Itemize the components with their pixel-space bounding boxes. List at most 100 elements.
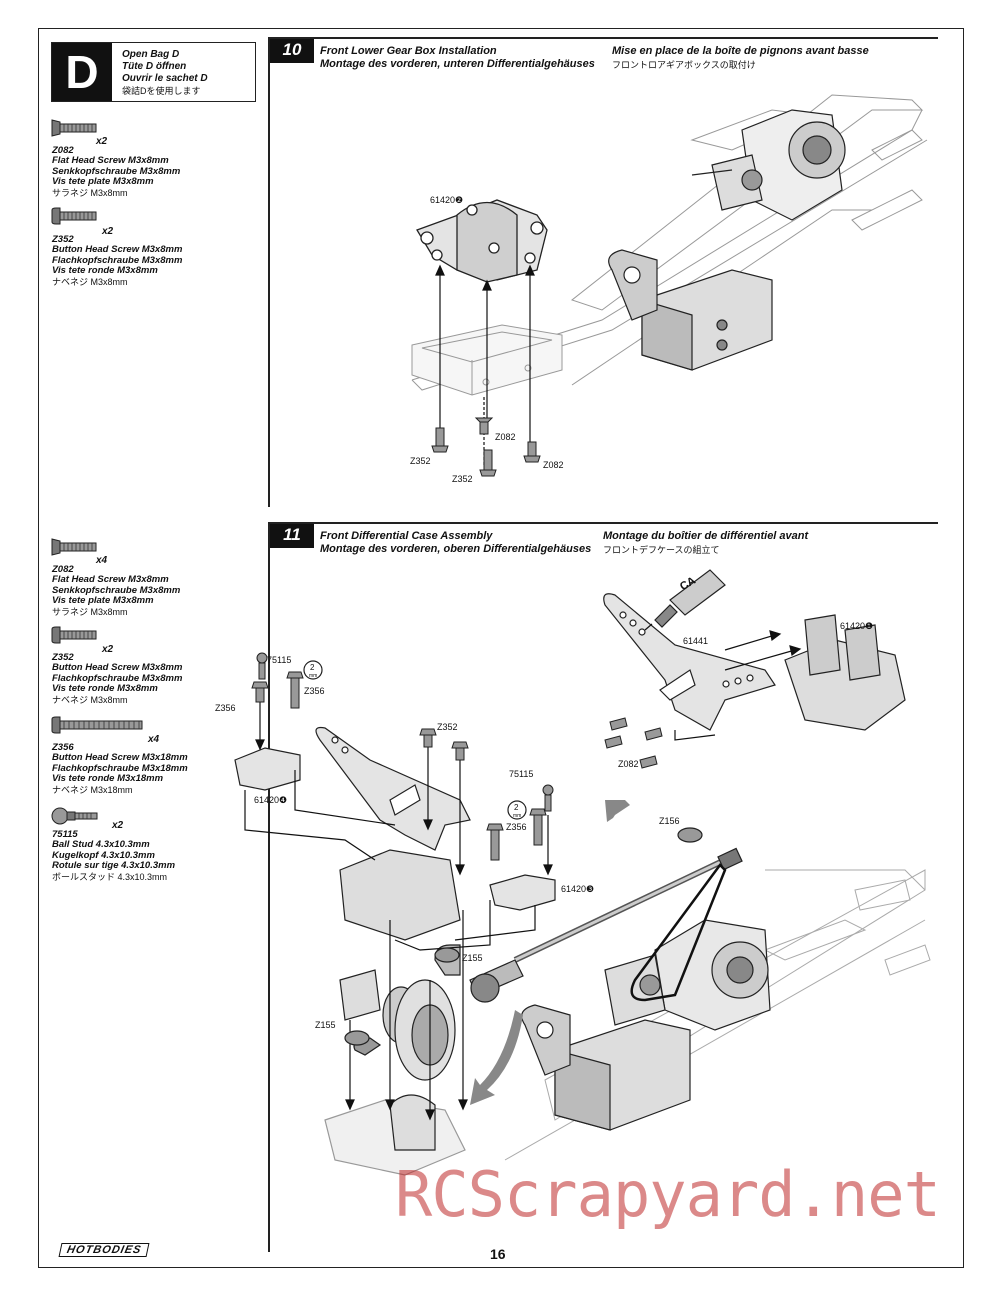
label-61420-1: 61420❶ — [840, 621, 874, 631]
part-z352-bottom: x2 Z352 Button Head Screw M3x8mm Flachko… — [52, 625, 182, 705]
part-qty: x4 — [148, 734, 160, 745]
part-name-fr: Vis tete plate M3x8mm — [52, 176, 154, 187]
label-z352: Z352 — [437, 722, 458, 732]
part-name-fr: Vis tete ronde M3x8mm — [52, 265, 158, 276]
step-11-number: 11 — [270, 522, 314, 548]
label-61420-4: 61420❹ — [254, 795, 288, 805]
part-75115: x2 75115 Ball Stud 4.3x10.3mm Kugelkopf … — [52, 804, 175, 882]
step-10-rule — [268, 37, 938, 39]
part-name-en: Flat Head Screw M3x8mm — [52, 155, 169, 166]
label-z156: Z156 — [659, 816, 680, 826]
step-11-title-fr: Montage du boîtier de différentiel avant… — [603, 530, 808, 556]
label-z352-a: Z352 — [410, 456, 431, 466]
button-head-screw-icon — [51, 207, 97, 225]
part-name-en: Flat Head Screw M3x8mm — [52, 574, 169, 585]
part-name-de: Senkkopfschraube M3x8mm — [52, 584, 181, 596]
step-10-title-en: Front Lower Gear Box Installation Montag… — [320, 45, 595, 71]
tool-size-b: 2 — [514, 803, 519, 812]
flat-head-screw-icon — [51, 119, 97, 137]
part-qty: x2 — [102, 226, 114, 237]
part-name-jp: ボールスタッド 4.3x10.3mm — [52, 871, 168, 882]
part-code: Z082 — [52, 564, 74, 575]
part-name-en: Button Head Screw M3x8mm — [52, 244, 183, 255]
part-name-jp: サラネジ M3x8mm — [52, 606, 128, 617]
label-z356-a: Z356 — [304, 686, 325, 696]
tool-unit-b: mm — [513, 813, 522, 819]
column-divider-bottom — [268, 522, 270, 1252]
step-10-fr: Mise en place de la boîte de pignons ava… — [612, 45, 869, 57]
step-11-en: Front Differential Case Assembly — [320, 530, 493, 542]
label-z082-b: Z082 — [543, 460, 564, 470]
part-name-fr: Vis tete ronde M3x18mm — [52, 773, 164, 784]
label-61420-3: 61420❸ — [561, 884, 595, 894]
part-z082-bottom: x4 Z082 Flat Head Screw M3x8mm Senkkopfs… — [52, 537, 180, 617]
part-name-jp: サラネジ M3x8mm — [52, 187, 128, 198]
part-code: Z356 — [52, 742, 74, 753]
step-11-title-en: Front Differential Case Assembly Montage… — [320, 530, 591, 556]
part-qty: x4 — [96, 555, 108, 566]
step-10-en: Front Lower Gear Box Installation — [320, 45, 497, 57]
label-z356-c: Z356 — [506, 822, 527, 832]
step-10-jp: フロントロアギアボックスの取付け — [612, 60, 756, 70]
part-name-de: Flachkopfschraube M3x8mm — [52, 254, 183, 266]
button-head-screw-icon — [51, 626, 97, 644]
part-qty: x2 — [96, 136, 108, 147]
part-name-en: Ball Stud 4.3x10.3mm — [52, 839, 150, 850]
watermark: RCScrapyard.net — [395, 1158, 941, 1231]
step-11-fr: Montage du boîtier de différentiel avant — [603, 530, 809, 542]
step-11-rule — [268, 522, 938, 524]
step-11-de: Montage des vorderen, oberen Differentia… — [320, 543, 592, 555]
label-z356-b: Z356 — [215, 703, 236, 713]
step-10-title-fr: Mise en place de la boîte de pignons ava… — [612, 45, 869, 71]
part-name-de: Kugelkopf 4.3x10.3mm — [52, 849, 155, 861]
bag-fr: Ouvrir le sachet D — [122, 73, 208, 84]
label-z155-b: Z155 — [315, 1020, 336, 1030]
tool-size-a: 2 — [310, 663, 315, 672]
part-qty: x2 — [102, 644, 114, 655]
label-z352-b: Z352 — [452, 474, 473, 484]
part-z082-top: x2 Z082 Flat Head Screw M3x8mm Senkkopfs… — [52, 118, 180, 198]
long-button-head-screw-icon — [51, 716, 143, 734]
part-z352-top: x2 Z352 Button Head Screw M3x8mm Flachko… — [52, 206, 182, 287]
step-10-diagram — [411, 94, 928, 477]
step-11-diagram — [234, 569, 931, 1176]
label-75115-a: 75115 — [267, 655, 292, 665]
part-code: Z082 — [52, 145, 74, 156]
part-code: 75115 — [52, 829, 78, 840]
part-name-en: Button Head Screw M3x18mm — [52, 752, 188, 763]
label-z082: Z082 — [618, 759, 639, 769]
ball-stud-icon — [51, 807, 98, 825]
part-z356: x4 Z356 Button Head Screw M3x18mm Flachk… — [52, 715, 188, 795]
part-name-jp: ナベネジ M3x18mm — [52, 784, 133, 795]
part-qty: x2 — [112, 820, 124, 831]
part-name-de: Flachkopfschraube M3x18mm — [52, 762, 188, 774]
step-11-jp: フロントデフケースの組立て — [603, 545, 720, 555]
part-code: Z352 — [52, 652, 74, 663]
step-10-number: 10 — [270, 37, 314, 63]
part-name-en: Button Head Screw M3x8mm — [52, 662, 183, 673]
hotbodies-logo: HOTBODIES — [58, 1243, 150, 1257]
bag-letter: D — [52, 43, 112, 101]
bag-de: Tüte D öffnen — [122, 61, 187, 72]
part-name-fr: Vis tete plate M3x8mm — [52, 595, 154, 606]
tool-unit-a: mm — [309, 673, 318, 679]
bag-en: Open Bag D — [122, 49, 180, 60]
step-10-de: Montage des vorderen, unteren Differenti… — [320, 58, 595, 70]
column-divider-top — [268, 37, 270, 507]
label-61441: 61441 — [683, 636, 709, 646]
label-61420-2: 61420❷ — [430, 195, 464, 205]
part-name-jp: ナベネジ M3x8mm — [52, 694, 128, 705]
label-z082-a: Z082 — [495, 432, 516, 442]
page-frame — [38, 28, 964, 1268]
page-number: 16 — [490, 1246, 506, 1262]
bag-jp: 袋詰Dを使用します — [122, 86, 201, 96]
bag-header: D Open Bag D Tüte D öffnen Ouvrir le sac… — [51, 42, 256, 102]
part-name-de: Senkkopfschraube M3x8mm — [52, 165, 181, 177]
flat-head-screw-icon — [51, 538, 97, 556]
part-code: Z352 — [52, 234, 74, 245]
part-name-fr: Vis tete ronde M3x8mm — [52, 683, 158, 694]
part-name-de: Flachkopfschraube M3x8mm — [52, 672, 183, 684]
part-name-jp: ナベネジ M3x8mm — [52, 276, 128, 287]
part-name-fr: Rotule sur tige 4.3x10.3mm — [52, 860, 176, 871]
label-75115-b: 75115 — [509, 769, 534, 779]
